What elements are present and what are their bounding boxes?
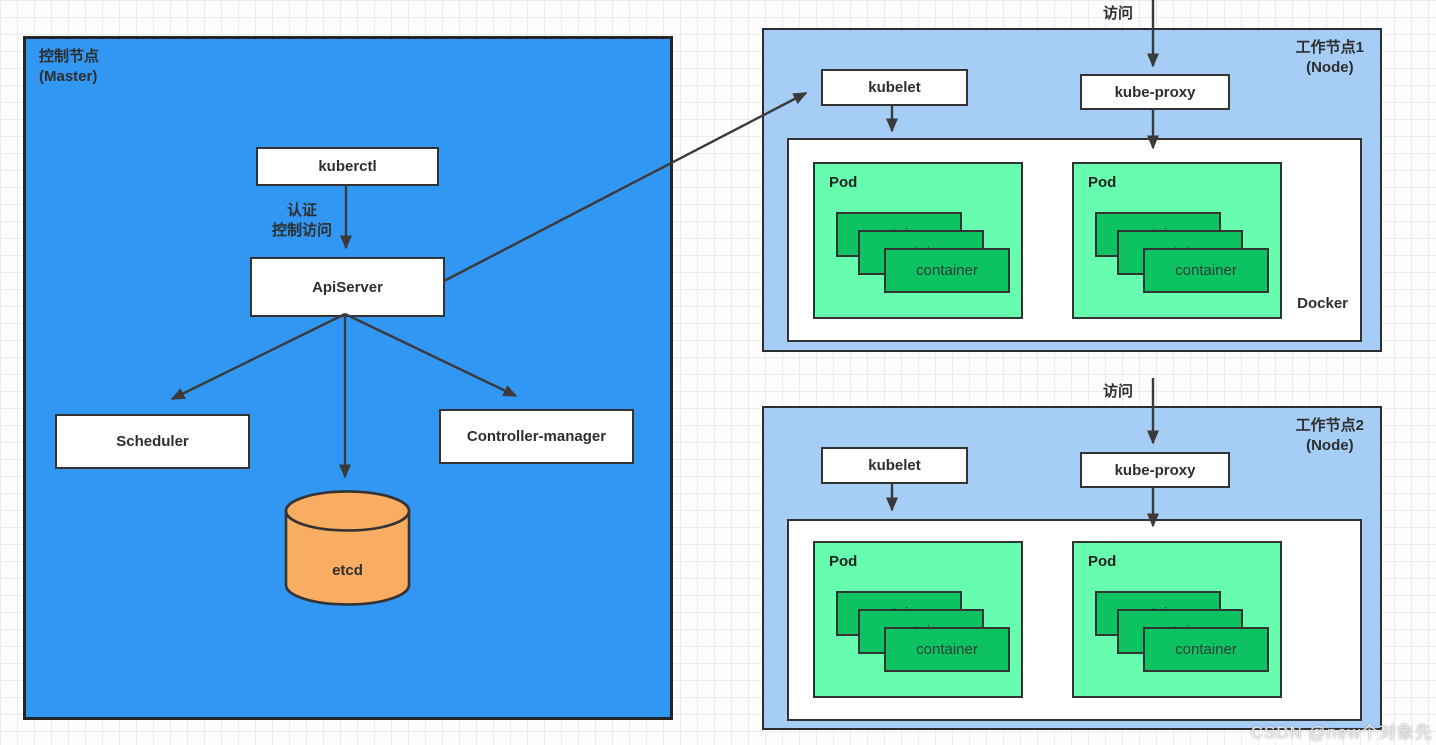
master-node-box: 控制节点 (Master) kuberctl 认证 控制访问 ApiServer…	[23, 36, 673, 720]
csdn-watermark: CSDN @new个对象先	[1250, 723, 1433, 742]
node2-pod-2: Pod container container container	[1072, 541, 1282, 698]
node1-kube-proxy-box: kube-proxy	[1080, 74, 1230, 110]
node2-pod-1: Pod container container container	[813, 541, 1023, 698]
worker-node-2-box: 工作节点2 (Node) kubelet kube-proxy Pod cont…	[762, 406, 1382, 730]
node1-pod-2: Pod container container container	[1072, 162, 1282, 319]
master-title-line2: (Master)	[39, 68, 98, 85]
apiserver-box: ApiServer	[250, 257, 445, 317]
node2-kubelet-box: kubelet	[821, 447, 968, 484]
auth-label-line1: 认证	[286, 202, 317, 219]
etcd-cylinder: etcd	[284, 489, 411, 607]
node1-kubelet-box: kubelet	[821, 69, 968, 106]
worker-node-1-title: 工作节点1 (Node)	[1296, 38, 1364, 78]
node1-docker-label: Docker	[1297, 295, 1348, 312]
auth-label-line2: 控制访问	[271, 222, 332, 239]
worker-node-2-title-line2: (Node)	[1306, 437, 1354, 454]
master-title-line1: 控制节点	[39, 48, 100, 65]
node1-pod2-container-front: container	[1143, 248, 1269, 293]
node2-pod-1-label: Pod	[829, 553, 858, 570]
node1-pod-1: Pod container container container	[813, 162, 1023, 319]
node1-pod-1-label: Pod	[829, 174, 858, 191]
controller-manager-box: Controller-manager	[439, 409, 634, 464]
worker-node-2-title-line1: 工作节点2	[1295, 417, 1364, 434]
node1-pod-2-label: Pod	[1088, 174, 1117, 191]
etcd-label: etcd	[332, 562, 363, 580]
worker-node-1-box: 工作节点1 (Node) kubelet kube-proxy Pod cont…	[762, 28, 1382, 352]
scheduler-box: Scheduler	[55, 414, 250, 469]
node2-access-label: 访问	[1103, 383, 1134, 400]
node2-pod2-container-front: container	[1143, 627, 1269, 672]
kuberctl-box: kuberctl	[256, 147, 439, 186]
node1-pod1-container-front: container	[884, 248, 1010, 293]
node2-docker-box: Pod container container container Pod co…	[787, 519, 1362, 721]
worker-node-2-title: 工作节点2 (Node)	[1296, 416, 1364, 456]
worker-node-1-title-line1: 工作节点1	[1295, 39, 1364, 56]
master-title: 控制节点 (Master)	[39, 47, 99, 87]
node2-pod1-container-front: container	[884, 627, 1010, 672]
node1-docker-box: Pod container container container Pod co…	[787, 138, 1362, 342]
auth-access-label: 认证 控制访问	[254, 201, 350, 241]
etcd-cylinder-shape	[284, 490, 411, 606]
node2-pod-2-label: Pod	[1088, 553, 1117, 570]
node2-kube-proxy-box: kube-proxy	[1080, 452, 1230, 488]
worker-node-1-title-line2: (Node)	[1306, 59, 1354, 76]
node1-access-label: 访问	[1103, 5, 1134, 22]
